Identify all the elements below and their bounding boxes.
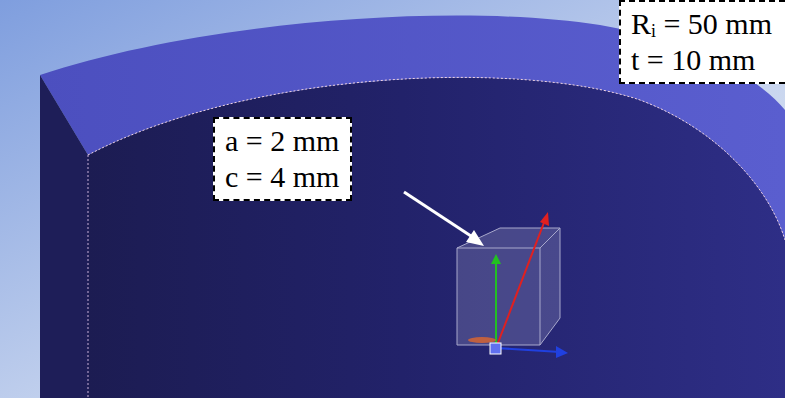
z-axis [496, 348, 560, 352]
y-axis-head [491, 254, 501, 264]
crack-front [468, 337, 496, 343]
crack-region-edges [457, 228, 560, 345]
x-axis-head [540, 212, 549, 226]
x-axis [496, 220, 545, 348]
cut-face [40, 75, 88, 398]
cut-edge [88, 155, 89, 398]
dimension-label: c = 4 mm [225, 159, 340, 195]
y-axis [495, 262, 497, 348]
dimension-label: Rᵢ = 50 mm [631, 6, 775, 42]
z-axis-head [556, 346, 568, 358]
rim-surface [40, 16, 785, 240]
origin-marker [490, 343, 501, 354]
inner-wall [88, 77, 785, 398]
inner-edge [88, 77, 785, 240]
dimension-label: t = 10 mm [631, 42, 775, 78]
callout-box: Rᵢ = 50 mmt = 10 mm [619, 0, 785, 84]
crack-region [457, 228, 560, 345]
pointer-arrow [404, 192, 474, 238]
pointer-arrow-head [466, 230, 484, 246]
dimension-label: a = 2 mm [225, 123, 340, 159]
callout-box: a = 2 mmc = 4 mm [213, 117, 352, 201]
